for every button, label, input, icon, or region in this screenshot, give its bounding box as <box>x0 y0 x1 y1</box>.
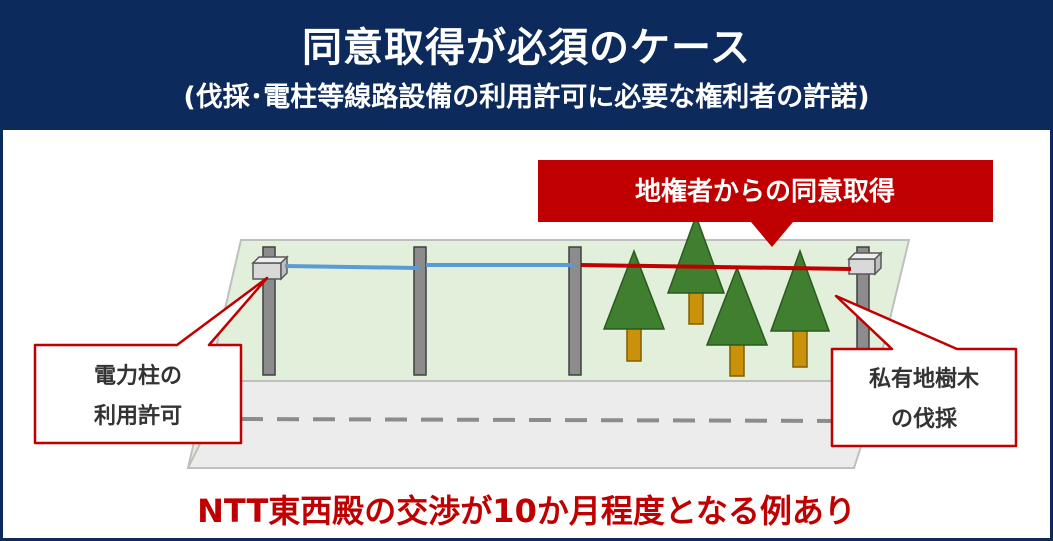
header-band: 同意取得が必須のケース (伐採･電柱等線路設備の利用許可に必要な権利者の許諾) <box>3 3 1050 128</box>
existing-cable <box>284 264 420 270</box>
tree-icon <box>705 265 769 377</box>
road-center-line <box>240 417 844 423</box>
road <box>186 380 884 469</box>
tree-icon <box>666 213 726 325</box>
utility-pole <box>568 246 582 376</box>
scene-illustration: 地権者からの同意取得 電力柱の 利用許可 私有地樹木 の伐採 <box>33 160 1018 469</box>
callout-tree-felling: 私有地樹木 の伐採 <box>830 294 1018 448</box>
callout-left-line2: 利用許可 <box>94 403 182 429</box>
consent-banner <box>538 160 993 222</box>
footer-note: NTT東西殿の交渉が10か月程度となる例あり <box>197 492 856 530</box>
tree-icon <box>769 248 831 368</box>
new-cable-route <box>580 263 852 271</box>
callout-pole-permission: 電力柱の 利用許可 <box>33 276 269 445</box>
callout-right-line1: 私有地樹木 <box>869 366 980 392</box>
utility-pole <box>413 246 427 376</box>
tree-icon <box>602 248 666 362</box>
callout-left-line1: 電力柱の <box>94 364 182 389</box>
callout-right-line2: の伐採 <box>891 407 958 432</box>
page-title: 同意取得が必須のケース <box>302 25 751 71</box>
header-divider <box>3 128 1050 130</box>
page-subtitle: (伐採･電柱等線路設備の利用許可に必要な権利者の許諾) <box>183 82 870 113</box>
banner-label: 地権者からの同意取得 <box>635 176 895 207</box>
banner-arrow <box>751 222 793 247</box>
pole-equipment-box <box>847 251 883 276</box>
pole-equipment-box <box>251 255 289 281</box>
